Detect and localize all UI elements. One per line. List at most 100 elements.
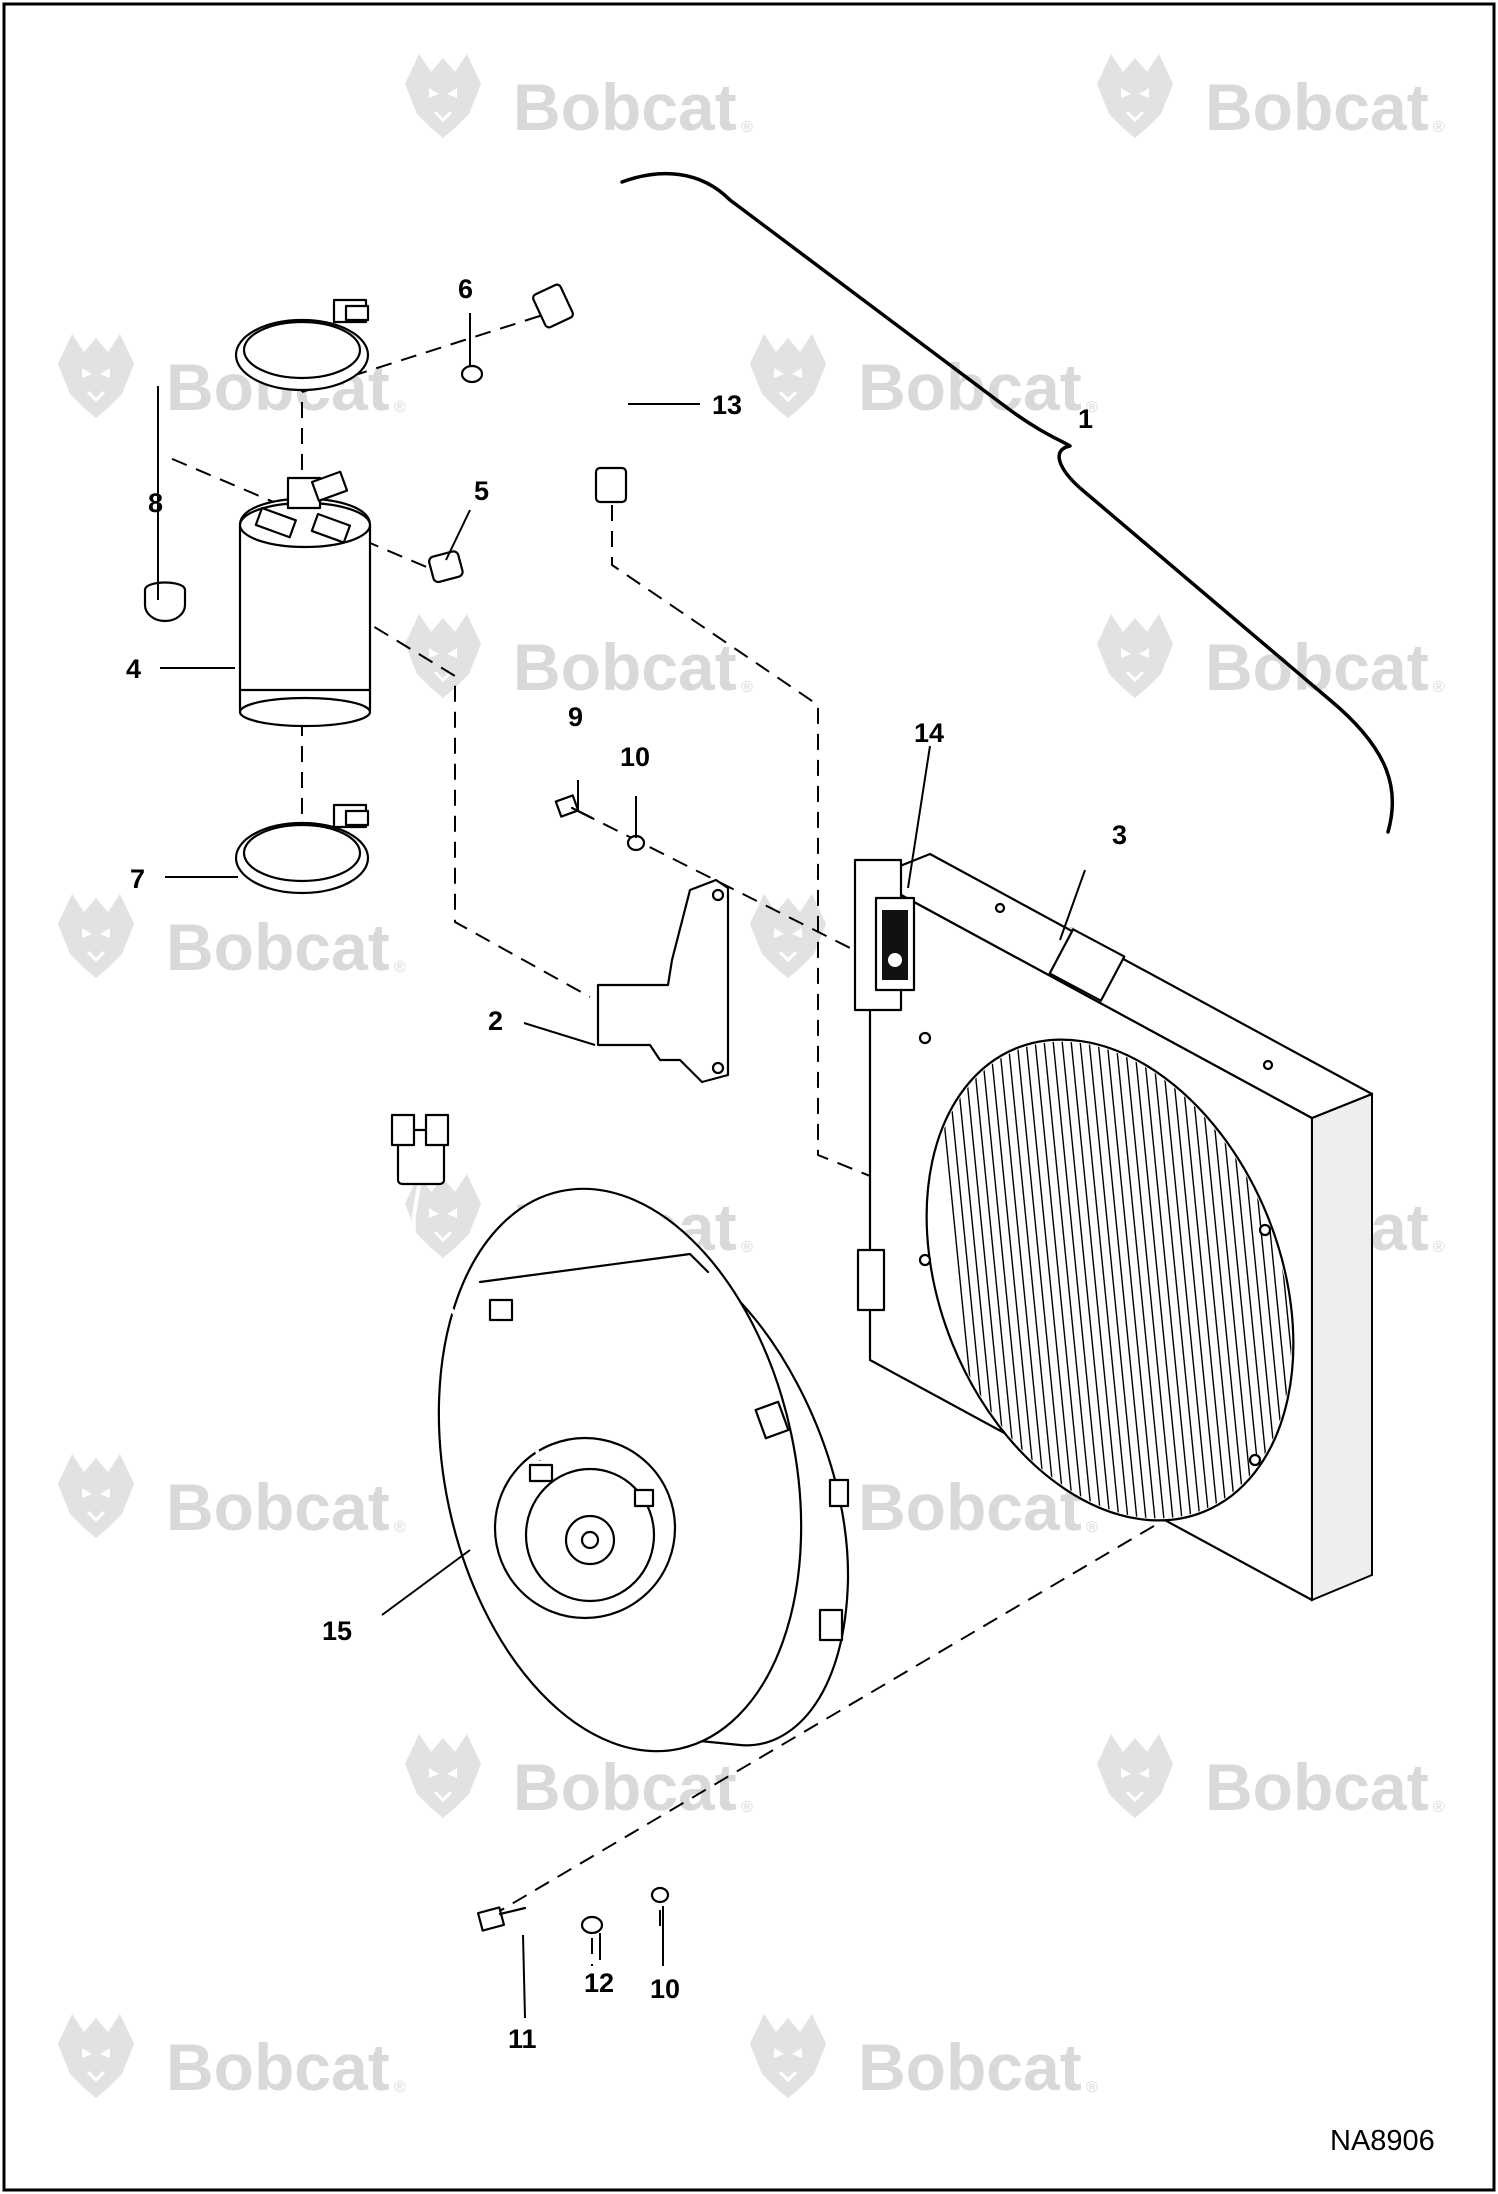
lock-washer-lower — [650, 1886, 670, 1904]
bobcat-logo-icon — [56, 892, 136, 980]
watermark-6: Bobcat® — [1095, 612, 1445, 704]
callout-4: 4 — [126, 654, 141, 684]
warning-decal — [874, 896, 916, 992]
condenser-fan — [437, 1187, 850, 1753]
callout-9: 9 — [568, 702, 583, 732]
watermark-5: Bobcat® — [403, 612, 753, 704]
grille-slat — [1145, 987, 1207, 1573]
callout-8: 8 — [148, 488, 163, 518]
callout-leaders — [157, 313, 1086, 2019]
bobcat-logo-icon — [56, 2012, 136, 2100]
watermark-15: Bobcat® — [56, 2012, 406, 2104]
grille-slat — [1010, 987, 1072, 1573]
watermark-registered-mark: ® — [394, 1519, 406, 1536]
callout-7: 7 — [130, 864, 145, 894]
bolt-lower — [476, 1906, 527, 1932]
watermark-text: Bobcat — [858, 350, 1082, 424]
grille-slat — [1082, 987, 1144, 1573]
hose-clamp-upper — [234, 298, 370, 392]
callout-12: 12 — [584, 1968, 614, 1998]
watermark-registered-mark: ® — [1433, 679, 1445, 696]
grille-slat — [1019, 987, 1081, 1573]
watermark-text: Bobcat — [858, 2030, 1082, 2104]
watermark-registered-mark: ® — [741, 119, 753, 136]
grille-slat — [1073, 987, 1135, 1573]
condenser-assembly — [853, 852, 1374, 1602]
bolt-upper — [554, 794, 594, 820]
watermark-registered-mark: ® — [1433, 1239, 1445, 1256]
watermark-4: Bobcat® — [748, 332, 1098, 424]
callout-10-lower: 10 — [650, 1974, 680, 2004]
watermark-registered-mark: ® — [1086, 1519, 1098, 1536]
grille-slat — [1118, 987, 1180, 1573]
grille-slat — [1037, 987, 1099, 1573]
watermark-text: Bobcat — [513, 630, 737, 704]
watermark-text: Bobcat — [1205, 630, 1429, 704]
grille-slat — [1109, 987, 1171, 1573]
watermark-11: Bobcat® — [56, 1452, 406, 1544]
mounting-bracket — [596, 878, 730, 1084]
watermark-registered-mark: ® — [1433, 1799, 1445, 1816]
grille-slat — [1127, 987, 1189, 1573]
watermark-registered-mark: ® — [394, 2079, 406, 2096]
watermark-2: Bobcat® — [1095, 52, 1445, 144]
assembly-brace — [620, 171, 1395, 834]
watermark-text: Bobcat — [858, 1470, 1082, 1544]
bobcat-logo-icon — [403, 612, 483, 700]
callout-10-upper: 10 — [620, 742, 650, 772]
hose-clamp-lower — [234, 803, 370, 895]
callout-11: 11 — [508, 2024, 537, 2054]
callout-labels: 1 2 3 4 5 6 7 8 9 10 10 11 12 13 14 15 — [126, 274, 1127, 2054]
bobcat-logo-icon — [56, 1452, 136, 1540]
bobcat-logo-icon — [403, 52, 483, 140]
wire-harness — [390, 1113, 542, 1461]
watermark-text: Bobcat — [166, 910, 390, 984]
callout-15: 15 — [322, 1616, 352, 1646]
figure-reference: NA8906 — [1330, 2125, 1435, 2157]
grille-slat — [1091, 987, 1153, 1573]
grille-slat — [1046, 987, 1108, 1573]
bobcat-logo-icon — [748, 892, 828, 980]
washer-lower — [580, 1915, 604, 1935]
watermark-16: Bobcat® — [748, 2012, 1098, 2104]
bobcat-logo-icon — [1095, 52, 1175, 140]
washer-upper — [626, 834, 646, 852]
callout-1: 1 — [1078, 404, 1093, 434]
watermark-1: Bobcat® — [403, 52, 753, 144]
watermark-registered-mark: ® — [1433, 119, 1445, 136]
callout-6: 6 — [458, 274, 473, 304]
refrigerant-tube — [532, 283, 628, 504]
grille-slat — [1055, 987, 1117, 1573]
callout-13: 13 — [712, 390, 742, 420]
o-ring-upper — [460, 364, 484, 384]
grille-slat — [1064, 987, 1126, 1573]
receiver-drier — [238, 470, 372, 728]
grille-slat — [1100, 987, 1162, 1573]
watermark-text: Bobcat — [513, 70, 737, 144]
watermark-registered-mark: ® — [741, 1799, 753, 1816]
watermark-text: Bobcat — [1205, 70, 1429, 144]
watermark-registered-mark: ® — [741, 1239, 753, 1256]
watermark-text: Bobcat — [166, 1470, 390, 1544]
watermark-text: Bobcat — [166, 2030, 390, 2104]
watermark-14: Bobcat® — [1095, 1732, 1445, 1824]
watermark-text: Bobcat — [1205, 1750, 1429, 1824]
watermark-registered-mark: ® — [394, 399, 406, 416]
callout-3: 3 — [1112, 820, 1127, 850]
bobcat-logo-icon — [403, 1732, 483, 1820]
watermark-registered-mark: ® — [394, 959, 406, 976]
bobcat-logo-icon — [56, 332, 136, 420]
grille-slat — [1136, 987, 1198, 1573]
callout-14: 14 — [914, 718, 944, 748]
bobcat-logo-icon — [748, 2012, 828, 2100]
watermark-7: Bobcat® — [56, 892, 406, 984]
watermark-registered-mark: ® — [1086, 399, 1098, 416]
bobcat-logo-icon — [1095, 612, 1175, 700]
watermark-registered-mark: ® — [1086, 2079, 1098, 2096]
callout-2: 2 — [488, 1006, 503, 1036]
bobcat-logo-icon — [1095, 1732, 1175, 1820]
dust-cap — [143, 581, 187, 623]
bobcat-logo-icon — [748, 332, 828, 420]
